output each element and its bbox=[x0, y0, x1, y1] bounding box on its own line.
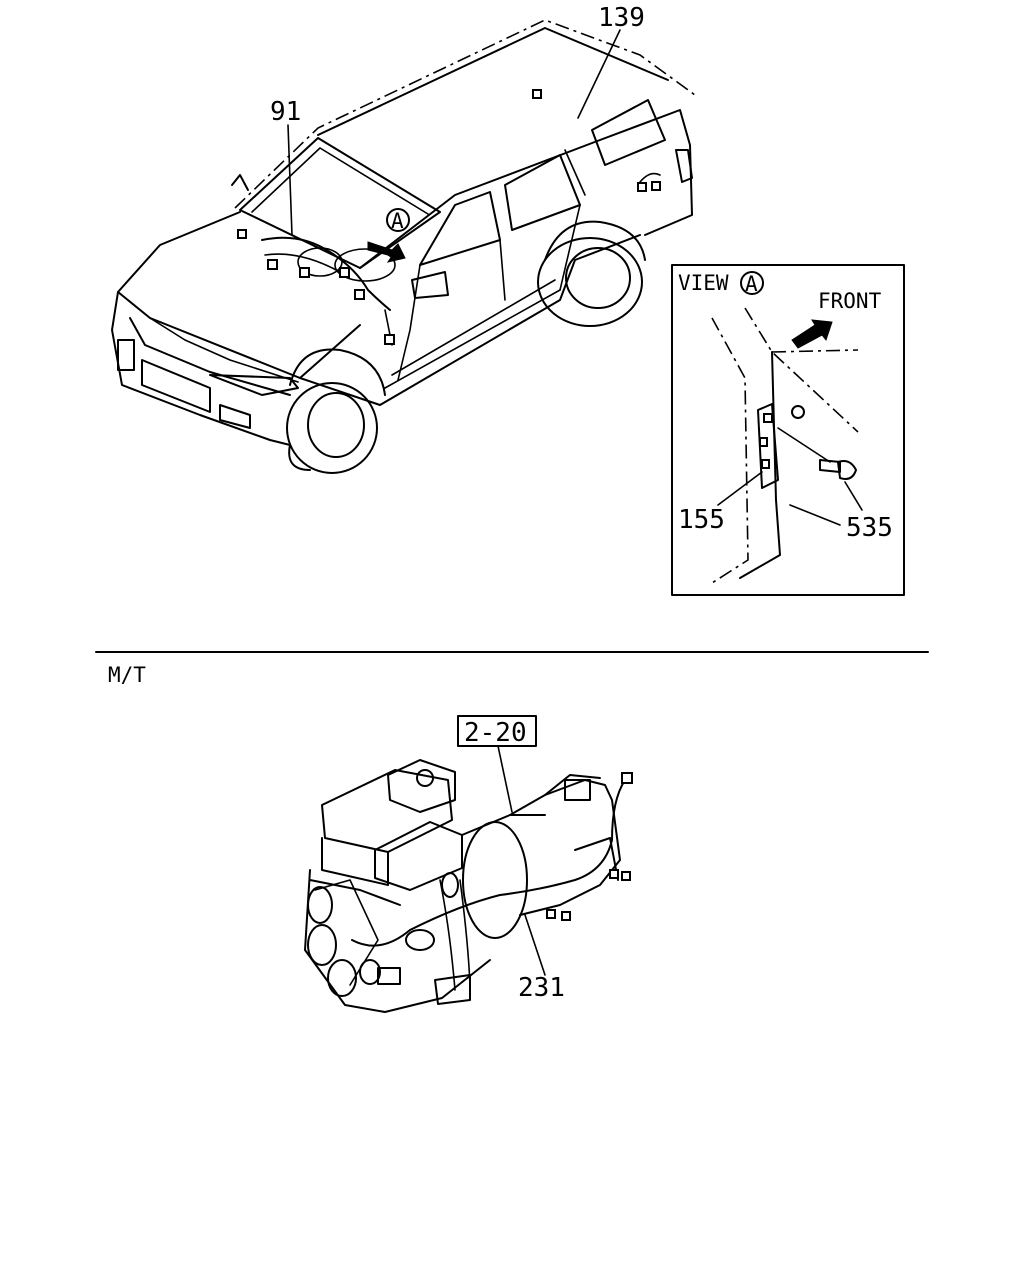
callout-91: 91 bbox=[270, 97, 301, 127]
vehicle-callouts: 139 91 A bbox=[270, 3, 645, 233]
view-a-detail: VIEW A FRONT 155 535 bbox=[671, 264, 905, 596]
view-title: VIEW bbox=[678, 271, 729, 295]
view-title-marker: A bbox=[745, 272, 758, 296]
view-marker-circle bbox=[386, 208, 410, 232]
callout-139: 139 bbox=[598, 3, 645, 33]
ref-box bbox=[457, 715, 537, 747]
ref-box-label: 2-20 bbox=[464, 718, 527, 748]
view-title-marker-circle bbox=[740, 271, 764, 295]
view-marker-a: A bbox=[391, 209, 404, 233]
section-label-mt: M/T bbox=[108, 663, 146, 687]
callout-535: 535 bbox=[846, 513, 893, 543]
callout-155: 155 bbox=[678, 505, 725, 535]
callout-231: 231 bbox=[518, 973, 565, 1003]
front-arrow-icon bbox=[791, 319, 833, 349]
front-direction-label: FRONT bbox=[818, 289, 882, 313]
vehicle-illustration bbox=[111, 19, 696, 474]
engine-illustration: 2-20 231 bbox=[304, 715, 633, 1013]
